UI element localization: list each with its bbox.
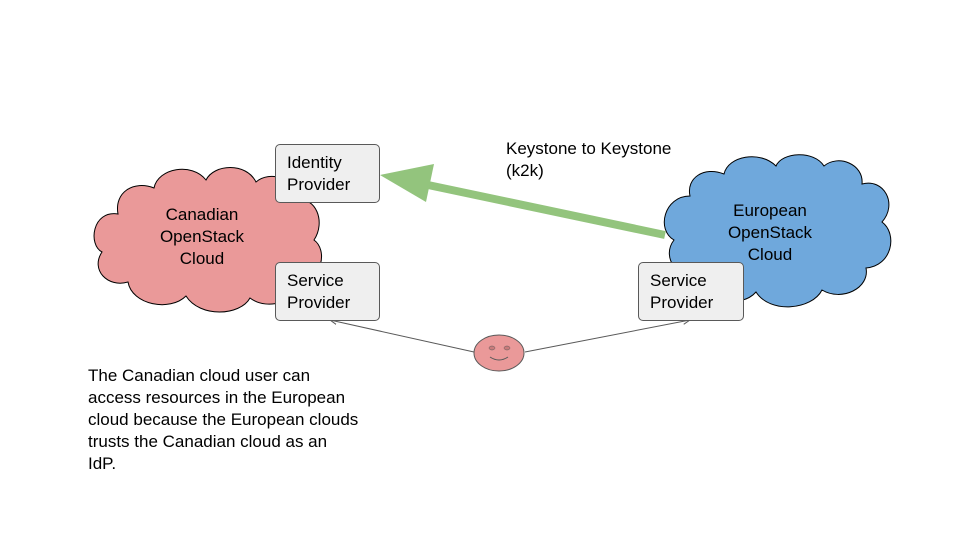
- description-line: access resources in the European: [88, 388, 346, 407]
- canadian-cloud-label: Canadian OpenStack Cloud: [127, 204, 277, 270]
- description-text: The Canadian cloud user can access resou…: [88, 365, 358, 475]
- k2k-arrow-head: [380, 164, 434, 202]
- european-cloud-label: European OpenStack Cloud: [695, 200, 845, 266]
- k2k-label-line: Keystone to Keystone: [506, 139, 672, 158]
- european-cloud-label-line: European: [733, 201, 807, 220]
- canadian-cloud-label-line: Cloud: [179, 249, 225, 268]
- identity-provider-label-line: Identity: [287, 153, 342, 172]
- canadian-cloud-label-line: Canadian: [165, 205, 239, 224]
- k2k-arrow-shaft: [427, 181, 666, 239]
- smiley-face-icon: [473, 334, 525, 372]
- k2k-label: Keystone to Keystone (k2k): [506, 138, 671, 182]
- canadian-cloud-label-line: OpenStack: [159, 227, 245, 246]
- canadian-service-provider-label-line: Provider: [287, 293, 351, 312]
- european-service-provider-box: Service Provider: [638, 262, 744, 321]
- connector-to-european-sp: [524, 320, 690, 353]
- european-cloud-label-line: OpenStack: [727, 223, 813, 242]
- european-service-provider-label-line: Provider: [650, 293, 714, 312]
- description-line: IdP.: [88, 454, 117, 473]
- k2k-label-line: (k2k): [506, 161, 544, 180]
- description-line: cloud because the European clouds: [88, 410, 359, 429]
- description-line: trusts the Canadian cloud as an: [88, 432, 328, 451]
- identity-provider-box: Identity Provider: [275, 144, 380, 203]
- canadian-service-provider-label-line: Service: [287, 271, 344, 290]
- connector-to-canadian-sp: [330, 320, 475, 353]
- description-line: The Canadian cloud user can: [88, 366, 311, 385]
- identity-provider-label-line: Provider: [287, 175, 351, 194]
- european-cloud-label-line: Cloud: [747, 245, 793, 264]
- european-service-provider-label-line: Service: [650, 271, 707, 290]
- canadian-service-provider-box: Service Provider: [275, 262, 380, 321]
